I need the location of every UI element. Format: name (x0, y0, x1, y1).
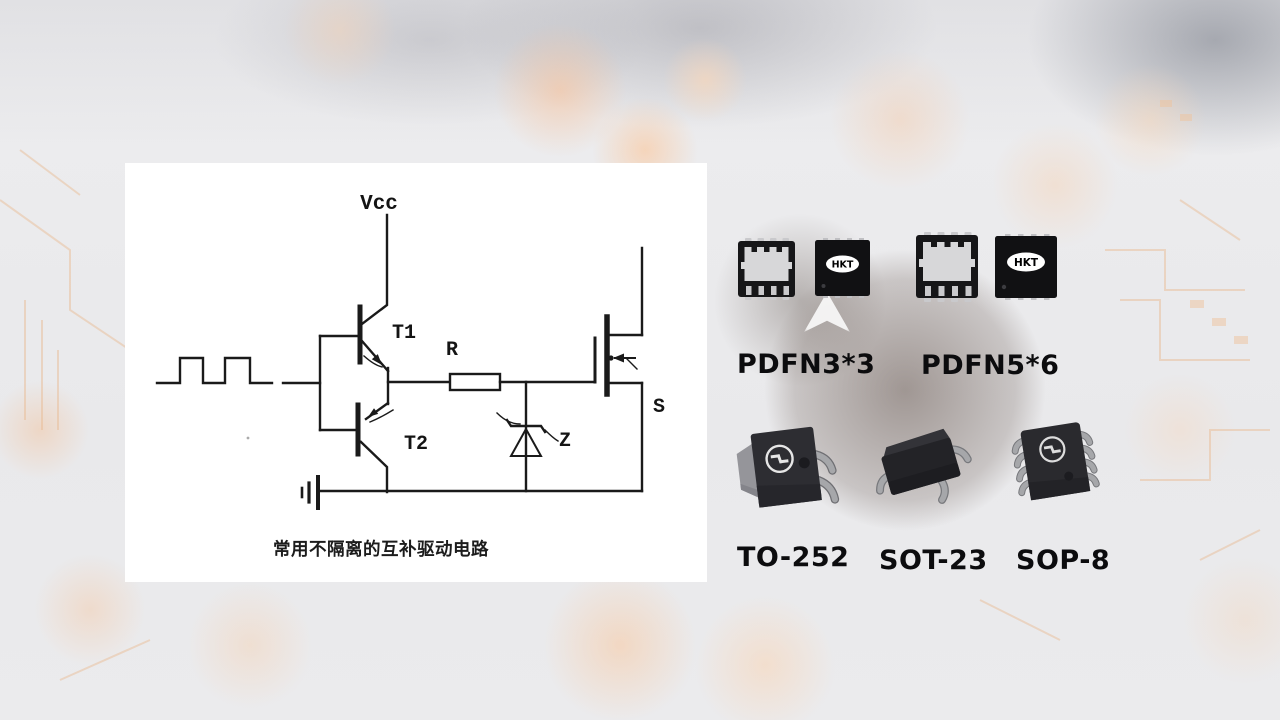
resistor-body (448, 372, 502, 392)
circuit-caption: 常用不隔离的互补驱动电路 (273, 539, 489, 560)
stray-dot (246, 436, 250, 440)
thermal-pad (744, 247, 789, 281)
resistor-label: R (446, 339, 458, 362)
square-wave-input (155, 356, 274, 385)
sop8-label: SOP-8 (1016, 545, 1111, 576)
pdfn3x3-top-view-chip: HKT (815, 238, 870, 298)
to252-label: TO-252 (737, 542, 850, 573)
pin1-marker-dot (821, 284, 826, 288)
pdfn5x6-top-view-chip: HKT (995, 234, 1057, 300)
pdfn3x3-label: PDFN3*3 (737, 349, 876, 380)
sop8-package-image (1011, 422, 1100, 501)
sot23-label: SOT-23 (879, 545, 988, 576)
circuit-schematic: Vcc T1 T2 R Z S 常用不隔离的互补驱动电路 (155, 193, 665, 560)
t2-label: T2 (404, 433, 428, 456)
pin1-dimple (1064, 471, 1074, 481)
package-hole (798, 457, 810, 469)
pdfn5x6-bottom-view-chip (916, 232, 978, 302)
hkt-logo-ellipse (826, 255, 859, 273)
sot23-package-image (876, 428, 972, 504)
mosfet-arrowhead (613, 353, 624, 363)
source-label: S (653, 396, 665, 419)
pdfn3x3-bottom-view-chip (738, 238, 795, 300)
thermal-pad (923, 242, 971, 281)
pdfn5x6-label: PDFN5*6 (921, 350, 1060, 381)
hkt-logo-text: HKT (832, 260, 854, 271)
t1-emitter-arrowhead (371, 354, 382, 365)
zener-label: Z (559, 430, 571, 453)
hkt-logo-ellipse (1007, 252, 1045, 272)
t1-label: T1 (392, 322, 416, 345)
circuit-diagram-panel: Vcc T1 T2 R Z S 常用不隔离的互补驱动电路 (125, 163, 707, 582)
hkt-logo-icon (765, 444, 794, 474)
to252-package-image (736, 426, 840, 508)
vcc-label: Vcc (360, 193, 398, 216)
background-white-arrow (804, 292, 850, 332)
pin1-marker-dot (1001, 284, 1007, 290)
hkt-logo-text: HKT (1014, 257, 1039, 269)
hkt-logo-icon (1039, 436, 1066, 463)
t2-emitter-arrowhead (368, 408, 379, 417)
